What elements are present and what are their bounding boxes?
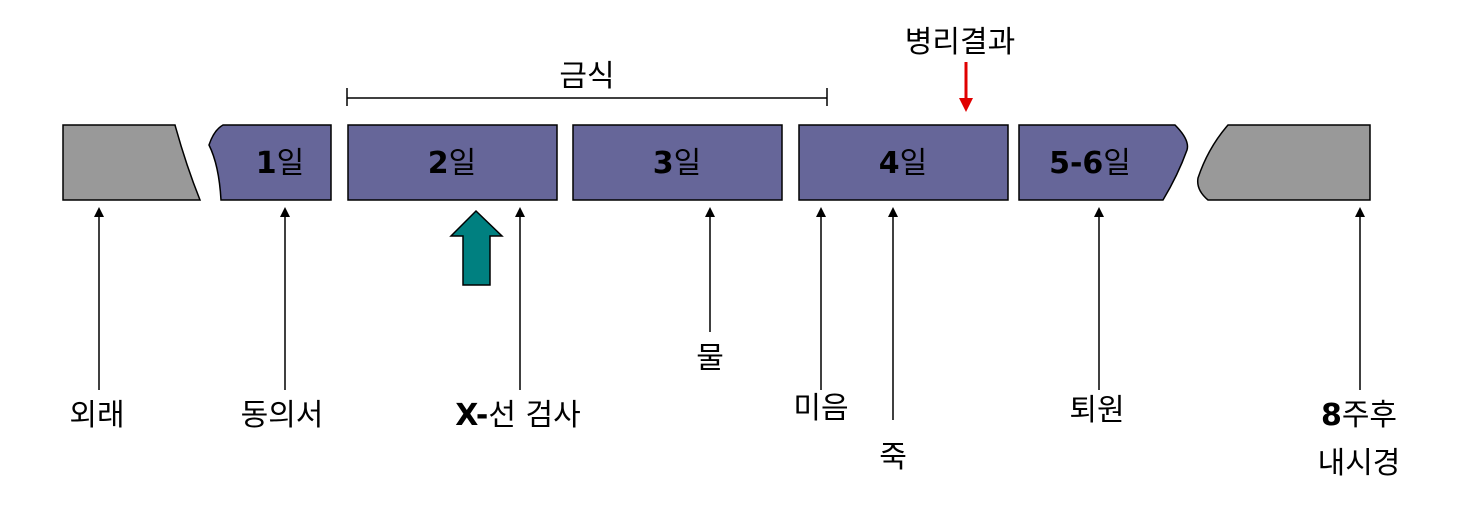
pathology-result-label: 병리결과 — [905, 25, 1015, 60]
discharge-label: 퇴원 — [1069, 393, 1124, 428]
rice-water-label: 미음 — [793, 391, 848, 426]
start-block — [62, 124, 202, 201]
end-block — [1196, 124, 1371, 201]
day4-block — [798, 124, 1009, 201]
porridge-label: 죽 — [879, 440, 907, 475]
visit-label: 외래 — [69, 398, 124, 433]
xray-label: X-선 검사 — [455, 398, 580, 433]
water-label: 물 — [696, 341, 724, 376]
down-arrow-icon — [959, 62, 973, 112]
followup-label-line1: 8주후 — [1321, 398, 1397, 433]
followup-label-line2: 내시경 — [1318, 446, 1401, 481]
up-arrow-icon — [449, 209, 504, 286]
day2-label: 2일 — [428, 146, 476, 181]
day2-block — [347, 124, 558, 201]
day3-block — [572, 124, 783, 201]
day56-label: 5-6일 — [1049, 146, 1131, 181]
day4-label: 4일 — [879, 146, 927, 181]
consent-label: 동의서 — [241, 398, 324, 433]
day1-label: 1일 — [256, 146, 304, 181]
day56-block — [1018, 124, 1189, 201]
day3-label: 3일 — [653, 146, 701, 181]
day1-block — [208, 124, 332, 201]
fasting-label: 금식 — [559, 59, 614, 94]
